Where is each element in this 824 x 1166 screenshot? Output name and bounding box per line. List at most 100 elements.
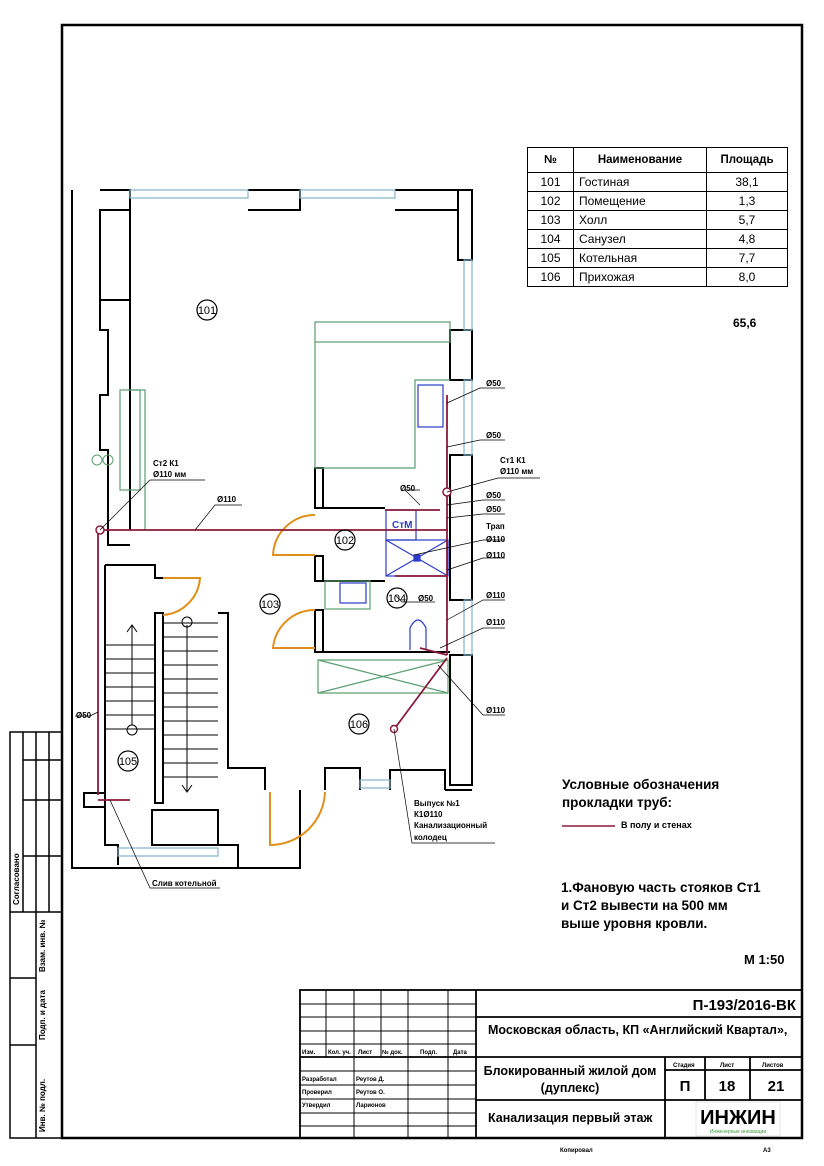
cell-name: Санузел: [573, 229, 707, 249]
col-header: № док.: [382, 1049, 403, 1056]
sheets-value: 21: [768, 1078, 785, 1095]
location: Московская область, КП «Английский Кварт…: [488, 1023, 787, 1037]
cell-name: Помещение: [573, 191, 707, 211]
table-header: № Наименование Площадь: [527, 147, 788, 173]
cell-no: 106: [527, 267, 574, 287]
logo-text: ИНЖИН: [700, 1107, 776, 1129]
note-line: и Ст2 вывести на 500 мм: [561, 898, 728, 913]
legend-title: Условные обозначения: [562, 777, 719, 792]
cell-no: 102: [527, 191, 574, 211]
title-block-headers: Изм. Кол. уч. Лист № док. Подп. Дата Раз…: [302, 1049, 784, 1154]
stamp-sign-date: Подп. и дата: [38, 990, 47, 1040]
riser-st2-diameter: Ø110 мм: [153, 470, 186, 479]
company-logo: ИНЖИН Инженерные инновации: [695, 1101, 781, 1137]
room-tags: 101 102 103 104 105 106: [119, 305, 406, 768]
room-tag-circles: [117, 299, 408, 772]
cell-no: 105: [527, 248, 574, 268]
building-title: Блокированный жилой дом: [484, 1064, 657, 1078]
side-stamp: [9, 731, 63, 1139]
cell-name: Прихожая: [573, 267, 707, 287]
cell-area: 4,8: [706, 229, 788, 249]
room-tag-105: 105: [119, 756, 137, 768]
pipe-label: Ø50: [400, 484, 416, 493]
cell-name: Котельная: [573, 248, 707, 268]
legend-title: прокладки труб:: [562, 795, 672, 810]
plumbing-fixtures: [339, 384, 449, 650]
sheets-label: Листов: [762, 1063, 784, 1069]
room-tag-106: 106: [350, 719, 368, 731]
riser-st1-label: Ст1 К1: [500, 456, 526, 465]
cell-no: 104: [527, 229, 574, 249]
header-name: Наименование: [573, 147, 707, 173]
windows: [117, 189, 473, 857]
outlet-label: колодец: [414, 833, 447, 842]
col-header: Дата: [453, 1050, 468, 1056]
header-area: Площадь: [706, 147, 788, 173]
legend-item: В полу и стенах: [621, 820, 692, 830]
stairs: [105, 616, 218, 793]
cell-no: 101: [527, 172, 574, 192]
role-name: Реутов Д.: [356, 1077, 385, 1083]
cell-area: 7,7: [706, 248, 788, 268]
col-header: Кол. уч.: [328, 1050, 351, 1056]
stamp-inv-replace: Взам. инв. №: [38, 919, 47, 972]
scale-label: М 1:50: [744, 952, 784, 967]
outlet-label: Выпуск №1: [414, 799, 460, 808]
room-tag-101: 101: [198, 305, 216, 317]
pipe-label: Ø110: [486, 551, 506, 560]
copied-label: Копировал: [560, 1148, 593, 1154]
washing-machine-label: СтМ: [392, 520, 412, 531]
cell-area: 5,7: [706, 210, 788, 230]
title-block-grid: [300, 990, 476, 1138]
pipe-label: Ø50: [76, 711, 92, 720]
role-name: Реутов О.: [356, 1090, 385, 1096]
room-tag-104: 104: [388, 593, 406, 605]
sheet-value: 18: [719, 1078, 736, 1095]
sewer-pipes: [97, 395, 448, 801]
stage-value: П: [680, 1078, 691, 1095]
pipe-label: Ø110: [486, 618, 506, 627]
cell-name: Гостиная: [573, 172, 707, 192]
cell-area: 8,0: [706, 267, 788, 287]
outlet-label: Канализационный: [414, 821, 487, 830]
header-no: №: [527, 147, 574, 173]
col-header: Лист: [358, 1050, 372, 1056]
building-title: (дуплекс): [541, 1081, 600, 1095]
sheet-label: Лист: [720, 1063, 734, 1069]
col-header: Подп.: [420, 1050, 437, 1056]
title-block: [299, 989, 803, 1139]
doors: [162, 513, 326, 847]
leader-lines: [75, 387, 540, 889]
col-header: Изм.: [302, 1050, 316, 1056]
room-tag-102: 102: [336, 535, 354, 547]
room-tag-103: 103: [261, 599, 279, 611]
riser-st1-diameter: Ø110 мм: [500, 467, 533, 476]
boiler-drain-label: Слив котельной: [152, 879, 217, 888]
pipe-label: Ø50: [486, 505, 502, 514]
stamp-agreed: Согласовано: [12, 853, 21, 905]
pipe-label: Ø110: [486, 591, 506, 600]
pipe-label: Трап: [486, 522, 505, 531]
format-label: А3: [763, 1148, 771, 1154]
riser-st2-label: Ст2 К1: [153, 459, 179, 468]
pipe-label: Ø110: [486, 706, 506, 715]
pipe-label: Ø50: [486, 431, 502, 440]
outlet-label: К1Ø110: [414, 810, 443, 819]
cell-name: Холл: [573, 210, 707, 230]
pipe-label: Ø110: [217, 495, 237, 504]
cell-area: 1,3: [706, 191, 788, 211]
role: Разработал: [302, 1076, 337, 1083]
pipe-label: Ø50: [418, 594, 434, 603]
pipe-label: Ø110: [486, 535, 506, 544]
role: Проверил: [302, 1090, 332, 1096]
total-area: 65,6: [733, 316, 757, 330]
